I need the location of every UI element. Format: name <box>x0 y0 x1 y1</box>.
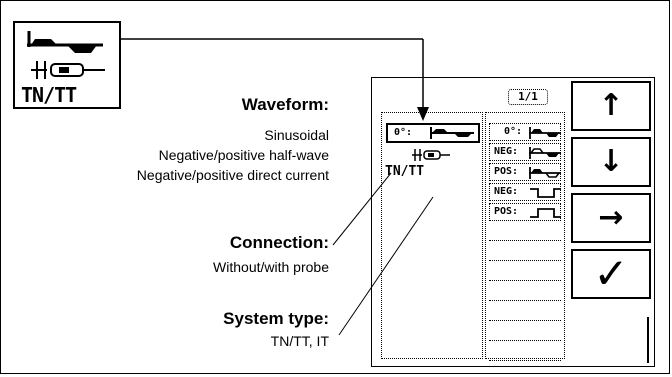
option-negative-half-wave[interactable]: NEG: <box>489 143 561 161</box>
option-pos-half-tag: POS: <box>494 166 519 177</box>
option-empty-row <box>489 323 561 341</box>
sine-wave-icon <box>430 127 474 139</box>
option-list-panel <box>485 112 565 359</box>
arrow-up-icon: ↑ <box>598 88 624 123</box>
waveform-title: Waveform: <box>241 95 329 114</box>
test-mode-icon-box: TN/TT <box>13 21 121 109</box>
option-neg-half-tag: NEG: <box>494 146 519 157</box>
current-system-code: TN/TT <box>385 164 425 179</box>
negative-half-wave-icon <box>529 147 561 159</box>
option-empty-row <box>489 223 561 241</box>
scroll-down-button[interactable]: ↓ <box>571 137 651 187</box>
checkmark-icon: ✓ <box>593 249 629 298</box>
option-empty-row <box>489 283 561 301</box>
arrow-right-icon: → <box>598 200 624 235</box>
option-empty-row <box>489 303 561 321</box>
option-negative-dc[interactable]: NEG: <box>489 183 561 201</box>
option-sine-tag: 0°: <box>504 126 523 137</box>
option-sine[interactable]: 0°: <box>489 123 561 141</box>
option-empty-row <box>489 243 561 261</box>
selected-waveform-tag: 0°: <box>394 127 413 138</box>
next-button[interactable]: → <box>571 193 651 243</box>
waveform-desc-sinusoidal: Sinusoidal <box>264 127 329 143</box>
option-pos-dc-tag: POS: <box>494 206 519 217</box>
positive-half-wave-icon <box>529 167 561 179</box>
source-system-code: TN/TT <box>21 83 77 107</box>
negative-dc-icon <box>530 188 561 198</box>
positive-dc-icon <box>530 208 561 218</box>
scroll-up-button[interactable]: ↑ <box>571 81 651 131</box>
instrument-screen: 1/1 0°: TN/TT 0°: <box>371 77 655 367</box>
waveform-desc-dc: Negative/positive direct current <box>136 167 329 183</box>
connection-desc: Without/with probe <box>213 259 329 275</box>
waveform-connection-icon <box>27 31 105 79</box>
option-empty-row <box>489 343 561 361</box>
system-type-desc: TN/TT, IT <box>270 333 329 349</box>
probe-icon <box>412 149 450 161</box>
scrollbar[interactable] <box>647 317 649 363</box>
arrow-down-icon: ↓ <box>598 144 624 179</box>
option-neg-dc-tag: NEG: <box>494 186 519 197</box>
connection-title: Connection: <box>229 233 329 252</box>
waveform-desc-half-wave: Negative/positive half-wave <box>158 147 329 163</box>
sine-wave-icon <box>529 127 561 139</box>
option-empty-row <box>489 263 561 281</box>
confirm-button[interactable]: ✓ <box>571 249 651 299</box>
option-positive-half-wave[interactable]: POS: <box>489 163 561 181</box>
system-type-title: System type: <box>223 309 329 328</box>
option-positive-dc[interactable]: POS: <box>489 203 561 221</box>
page-indicator: 1/1 <box>508 89 548 105</box>
selected-waveform-box[interactable]: 0°: <box>386 123 480 143</box>
